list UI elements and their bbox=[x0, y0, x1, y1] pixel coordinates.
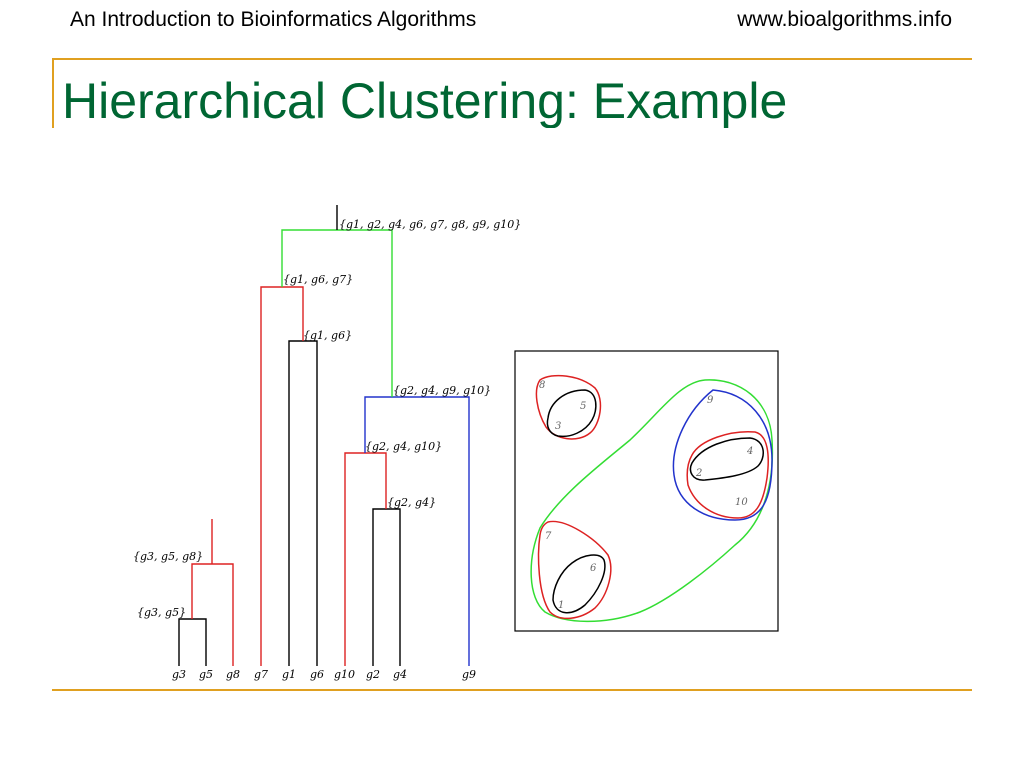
branch-g7-g1g6 bbox=[260, 286, 304, 666]
point-label: 6 bbox=[590, 563, 597, 574]
label-g3-g5: {g3, g5} bbox=[137, 606, 186, 619]
branch-g3g5-g8 bbox=[191, 563, 234, 666]
dendrogram: {g1, g2, g4, g6, g7, g8, g9, g10} {g1, g… bbox=[133, 205, 521, 681]
point-label: 8 bbox=[539, 380, 545, 391]
cluster-outline-black-2-4 bbox=[689, 437, 764, 481]
branch-g3-g5 bbox=[178, 618, 207, 666]
point-label: 9 bbox=[707, 395, 714, 406]
cluster-outline-blue bbox=[672, 389, 773, 521]
label-g2-g4: {g2, g4} bbox=[387, 496, 436, 509]
label-g1-g6-g7: {g1, g6, g7} bbox=[283, 273, 353, 286]
title-accent-bar bbox=[52, 58, 54, 128]
point-label: 2 bbox=[695, 468, 702, 479]
point-label: 1 bbox=[558, 600, 564, 611]
website-url-header: www.bioalgorithms.info bbox=[737, 8, 952, 31]
point-label: 3 bbox=[555, 421, 561, 432]
cluster-outline-red-2-4-10 bbox=[686, 431, 769, 519]
leaf-label: g6 bbox=[310, 668, 324, 681]
top-rule bbox=[52, 58, 972, 60]
branch-g2-g4 bbox=[372, 508, 401, 666]
cluster-outline-red-7-6-1 bbox=[537, 520, 612, 620]
point-label: 4 bbox=[746, 446, 753, 457]
branch-g1-g6 bbox=[288, 340, 318, 666]
branch-g2g4g10-g9 bbox=[364, 396, 470, 666]
bottom-rule bbox=[52, 689, 972, 691]
point-label: 5 bbox=[580, 401, 586, 412]
point-label: 10 bbox=[735, 497, 748, 508]
cluster-outline-red-8-5-3 bbox=[535, 374, 602, 440]
label-g2-g4-g9-g10: {g2, g4, g9, g10} bbox=[393, 384, 491, 397]
slide-title: Hierarchical Clustering: Example bbox=[62, 73, 788, 128]
cluster-outline-black-5-3 bbox=[546, 389, 597, 438]
plot-frame bbox=[514, 350, 779, 632]
point-label: 7 bbox=[545, 531, 552, 542]
label-root: {g1, g2, g4, g6, g7, g8, g9, g10} bbox=[339, 218, 521, 231]
branch-root bbox=[281, 229, 393, 397]
branch-g10-g2g4 bbox=[344, 452, 387, 666]
label-g3-g5-g8: {g3, g5, g8} bbox=[133, 550, 203, 563]
cluster-outline-black-6-1 bbox=[552, 554, 606, 614]
course-title-header: An Introduction to Bioinformatics Algori… bbox=[70, 8, 477, 31]
leaf-label: g10 bbox=[334, 668, 355, 681]
leaf-label: g5 bbox=[199, 668, 213, 681]
leaf-label: g8 bbox=[226, 668, 240, 681]
leaf-label: g2 bbox=[366, 668, 380, 681]
cluster-plot: 8 5 3 9 4 2 10 7 6 1 bbox=[514, 350, 779, 632]
leaf-label: g3 bbox=[172, 668, 186, 681]
leaf-label: g1 bbox=[282, 668, 296, 681]
leaf-label: g7 bbox=[254, 668, 268, 681]
leaf-label: g9 bbox=[462, 668, 476, 681]
label-g1-g6: {g1, g6} bbox=[303, 329, 352, 342]
label-g2-g4-g10: {g2, g4, g10} bbox=[365, 440, 442, 453]
leaf-label: g4 bbox=[393, 668, 407, 681]
